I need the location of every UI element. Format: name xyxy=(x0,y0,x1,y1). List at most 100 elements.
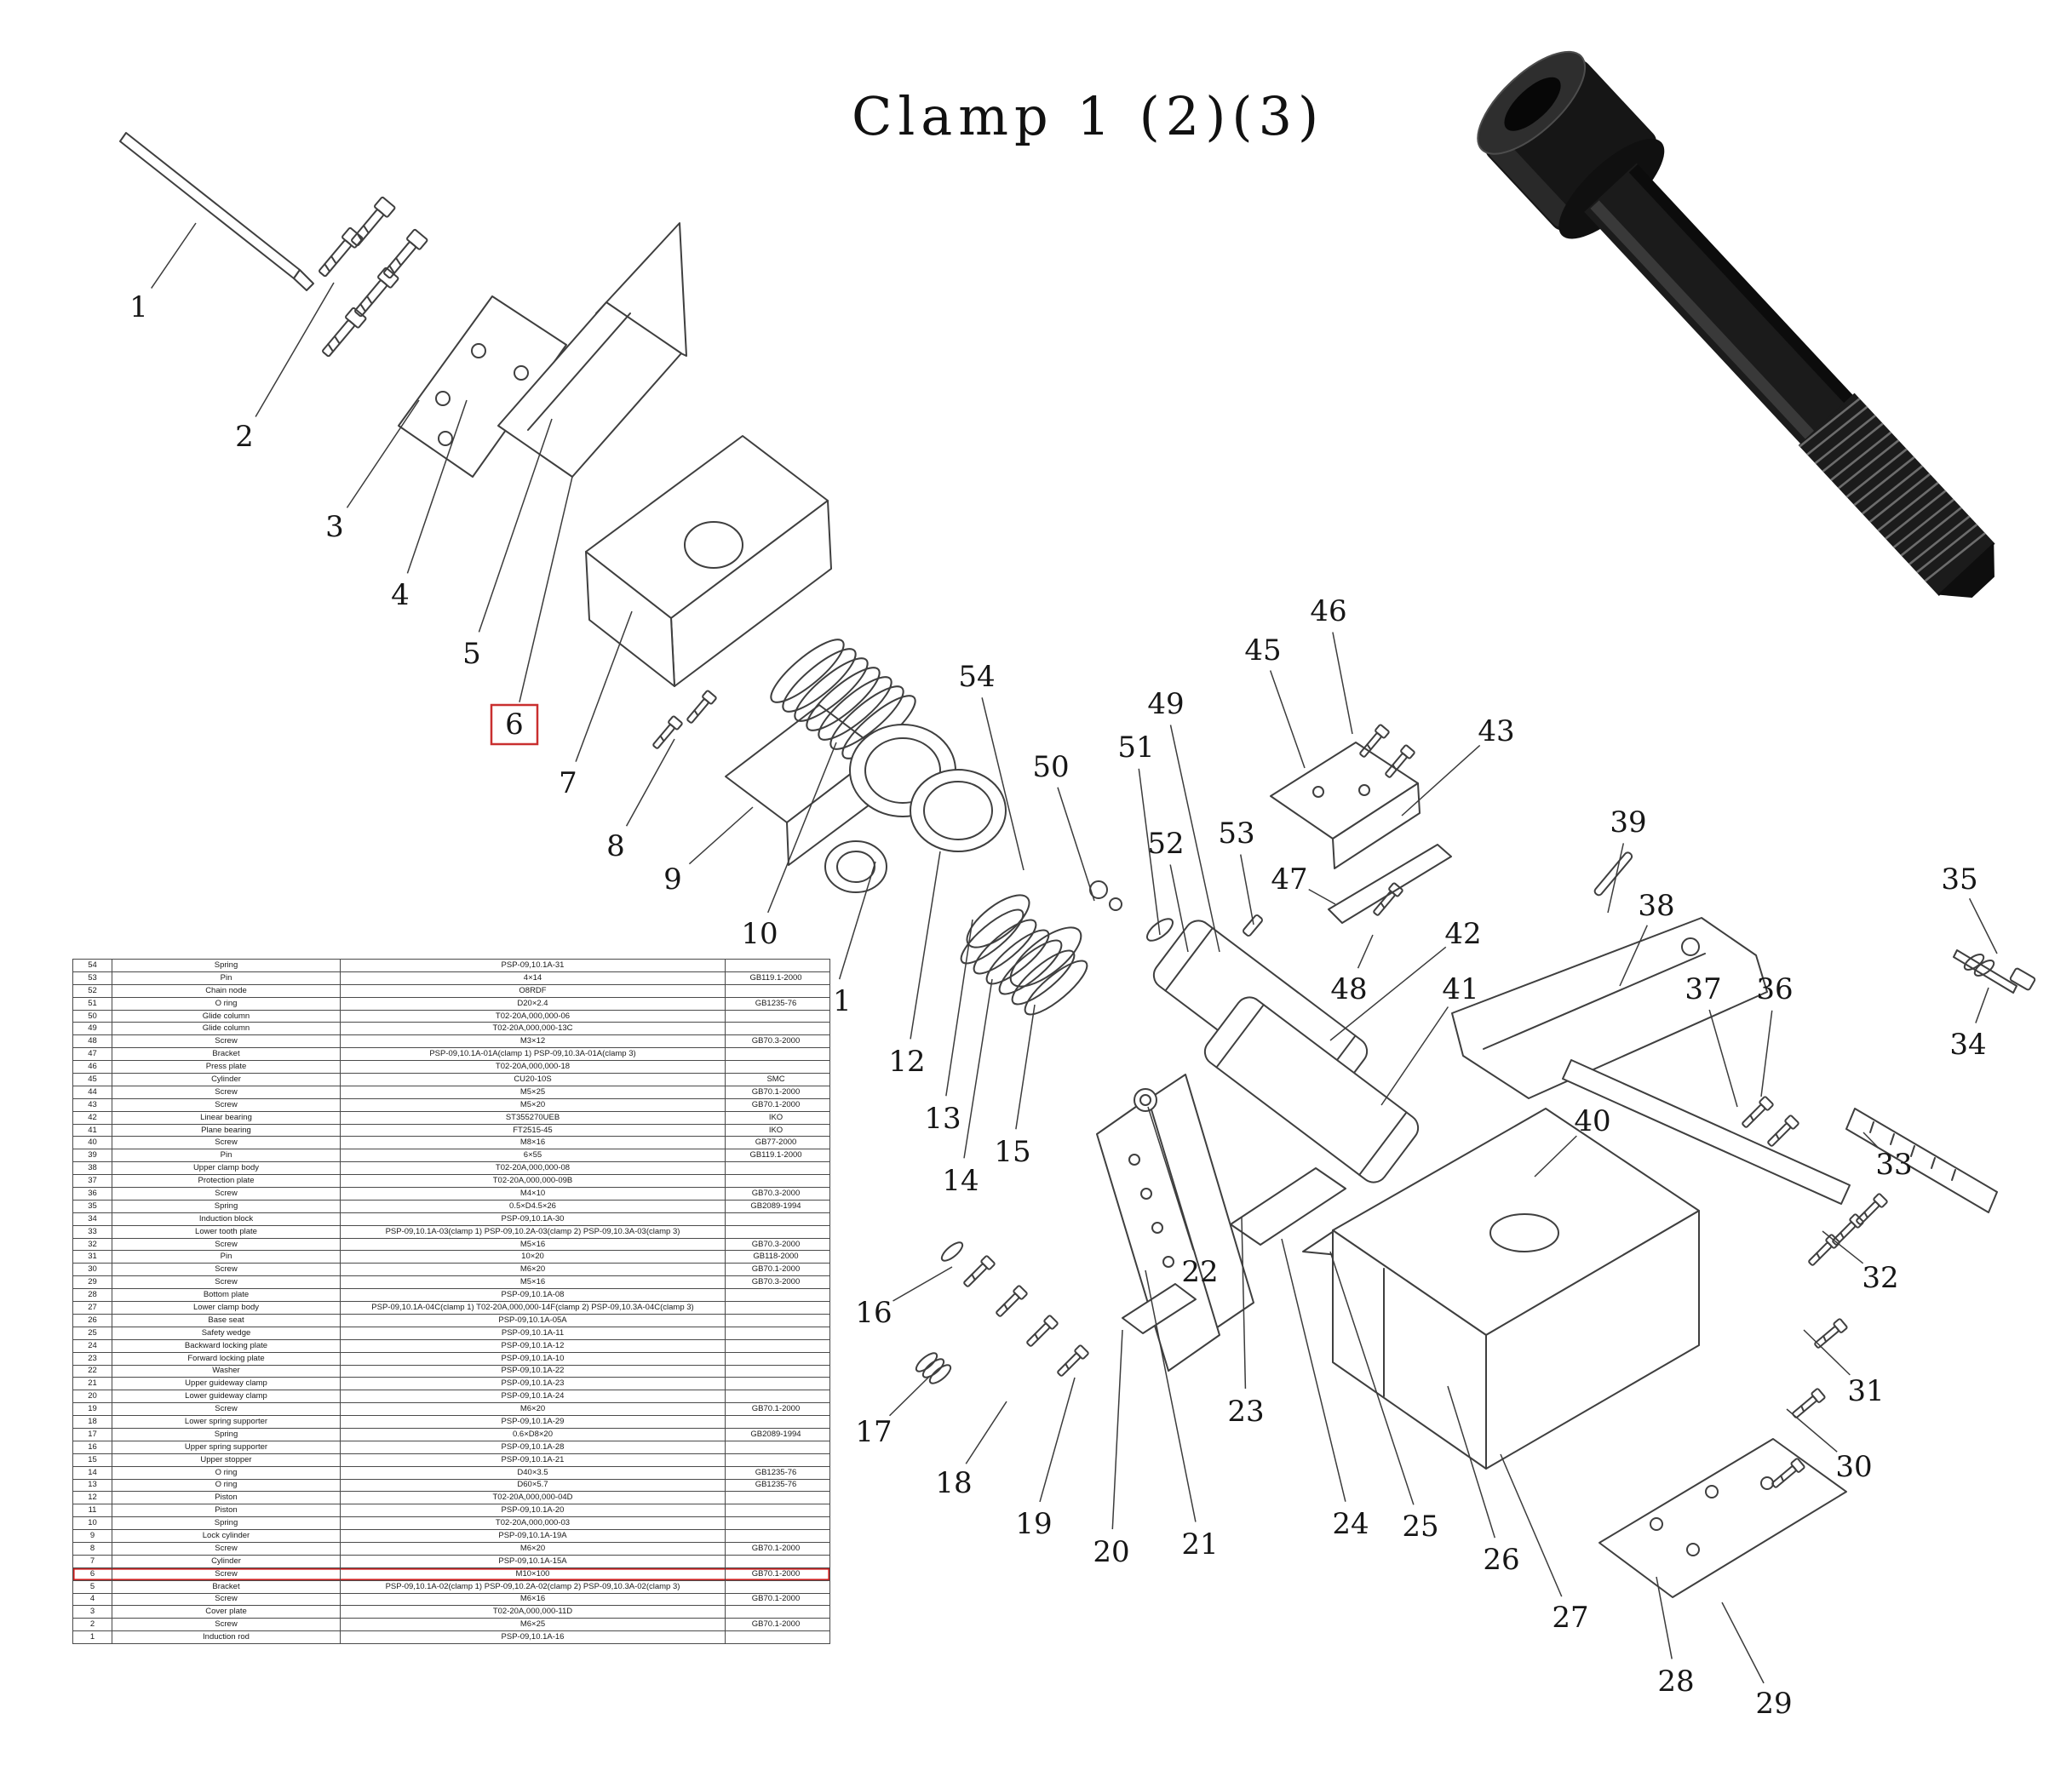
cell-no: 42 xyxy=(73,1111,112,1124)
leader-line xyxy=(1239,854,1254,925)
leader-line xyxy=(1308,888,1336,905)
callout-27: 27 xyxy=(1552,1601,1588,1635)
cell-std xyxy=(726,1504,826,1516)
leader-line xyxy=(1015,1004,1036,1130)
cell-std xyxy=(726,1302,826,1314)
leader-line xyxy=(625,738,675,827)
callout-18: 18 xyxy=(935,1466,972,1500)
part-bracket xyxy=(497,222,687,478)
cell-spec: PSP-09,10.1A-12 xyxy=(341,1339,726,1352)
leader-line xyxy=(1332,632,1353,735)
callout-3: 3 xyxy=(325,510,344,544)
cell-no: 9 xyxy=(73,1530,112,1542)
cell-name: O ring xyxy=(112,997,341,1010)
leader-line xyxy=(1329,1251,1415,1505)
callout-17: 17 xyxy=(855,1415,892,1449)
cell-std: IKO xyxy=(768,1112,783,1122)
cell-no: 7 xyxy=(73,1555,112,1567)
cell-name: Piston xyxy=(112,1504,341,1517)
cell-no: 26 xyxy=(73,1314,112,1327)
cell-name: Lower clamp body xyxy=(112,1302,341,1314)
callout-25: 25 xyxy=(1402,1510,1438,1544)
cell-name: Induction block xyxy=(112,1212,341,1225)
cell-spec: M4×10 xyxy=(341,1188,726,1200)
cell-no: 48 xyxy=(73,1035,112,1048)
cell-no: 4 xyxy=(73,1593,112,1606)
callout-29: 29 xyxy=(1755,1687,1792,1721)
cell-name: Spring xyxy=(112,960,341,971)
cell-spec: PSP-09,10.1A-24 xyxy=(341,1390,726,1403)
cell-std xyxy=(726,1226,826,1238)
callout-2: 2 xyxy=(235,420,254,454)
cell-spec: D40×3.5 xyxy=(341,1466,726,1479)
cell-no: 27 xyxy=(73,1302,112,1314)
cell-std xyxy=(726,1061,826,1073)
leader-line xyxy=(1169,725,1220,953)
cell-no: 51 xyxy=(73,997,112,1010)
part-rod-34 xyxy=(1953,949,2036,994)
cell-std xyxy=(726,1390,826,1402)
cell-spec: D20×2.4 xyxy=(341,997,726,1010)
callout-22: 22 xyxy=(1181,1255,1218,1289)
cell-no: 16 xyxy=(73,1441,112,1453)
cell-spec: PSP-09,10.1A-04C(clamp 1) T02-20A,000,00… xyxy=(341,1302,726,1314)
cell-spec: T02-20A,000,000-13C xyxy=(341,1023,726,1035)
cell-spec: PSP-09,10.1A-28 xyxy=(341,1441,726,1453)
cell-no: 32 xyxy=(73,1238,112,1251)
cell-no: 36 xyxy=(73,1188,112,1200)
callout-1: 1 xyxy=(129,290,148,324)
cell-std: GB70.1-2000 xyxy=(751,1543,801,1553)
cell-spec: 0.6×D8×20 xyxy=(341,1428,726,1441)
part-spring-10 xyxy=(770,639,916,759)
cell-spec: PSP-09,10.1A-16 xyxy=(341,1631,726,1644)
leader-line xyxy=(838,861,876,980)
part-screw-8 xyxy=(649,714,684,752)
cell-name: Glide column xyxy=(112,1010,341,1023)
callout-33: 33 xyxy=(1875,1148,1912,1182)
cell-no: 47 xyxy=(73,1048,112,1061)
cell-spec: M5×20 xyxy=(341,1098,726,1111)
part-spring-center xyxy=(960,908,1088,1016)
cell-std xyxy=(726,1340,826,1352)
leader-line xyxy=(1447,1385,1496,1539)
callout-19: 19 xyxy=(1015,1507,1052,1541)
cell-no: 1 xyxy=(73,1631,112,1644)
callout-35: 35 xyxy=(1941,862,1977,897)
cell-no: 45 xyxy=(73,1074,112,1086)
cell-std: GB77-2000 xyxy=(755,1138,797,1148)
leader-line xyxy=(1822,1230,1864,1264)
leader-line xyxy=(1619,925,1648,987)
cell-spec: PSP-09,10.1A-19A xyxy=(341,1530,726,1542)
cell-name: Upper stopper xyxy=(112,1453,341,1466)
cell-std xyxy=(726,1213,826,1225)
cell-spec: 6×55 xyxy=(341,1149,726,1162)
callout-21: 21 xyxy=(1181,1527,1218,1562)
cell-name: Spring xyxy=(112,1428,341,1441)
leader-line xyxy=(1500,1453,1563,1597)
cell-spec: M3×12 xyxy=(341,1035,726,1048)
cell-spec: D60×5.7 xyxy=(341,1479,726,1492)
cell-no: 11 xyxy=(73,1504,112,1517)
cell-std xyxy=(726,1378,826,1390)
callout-15: 15 xyxy=(994,1135,1030,1169)
part-rail xyxy=(1562,1059,1851,1205)
cell-std: GB70.3-2000 xyxy=(751,1188,801,1198)
cell-std xyxy=(726,1581,826,1593)
leader-line xyxy=(1241,1217,1247,1390)
